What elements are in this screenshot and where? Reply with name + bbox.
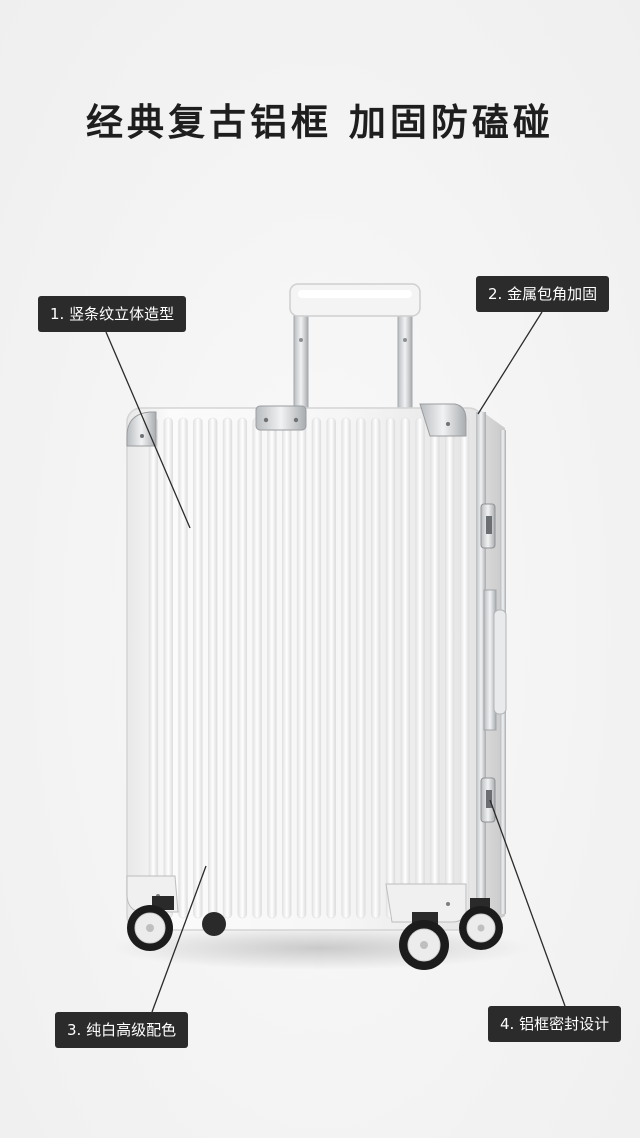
suitcase-rib [237, 417, 248, 919]
latch-bottom [480, 777, 496, 823]
suitcase-rib [445, 417, 455, 919]
suitcase-rib [356, 417, 366, 919]
callout-metal-corners: 2. 金属包角加固 [476, 276, 610, 312]
wheel-rear-right [459, 898, 503, 950]
wheel-front-right [399, 912, 449, 970]
suitcase-rib [385, 417, 396, 919]
page-headline: 经典复古铝框 加固防磕碰 [86, 101, 554, 144]
leader-line-4 [489, 799, 566, 1007]
suitcase-rib [459, 417, 470, 919]
suitcase-rib [148, 417, 159, 919]
suitcase-rib [252, 417, 262, 919]
top-handle-bracket [255, 405, 307, 431]
suitcase-rib [326, 417, 336, 919]
trolley-handle [289, 283, 421, 415]
suitcase-rib [193, 417, 203, 919]
corner-guard-top-right [419, 403, 467, 437]
suitcase-rib [370, 417, 381, 919]
wheel-rear-left [202, 912, 226, 936]
suitcase-rib [400, 417, 411, 919]
suitcase-rib [222, 417, 233, 919]
suitcase-rib [207, 417, 218, 919]
callout-vertical-stripes: 1. 竖条纹立体造型 [38, 296, 187, 332]
side-carry-handle [483, 589, 507, 731]
suitcase-ribs [148, 417, 470, 919]
aluminum-frame-edge [476, 412, 486, 926]
suitcase-rib [282, 417, 292, 919]
suitcase-rib [178, 417, 188, 919]
leader-line-3 [151, 865, 207, 1013]
callout-pure-white: 3. 纯白高级配色 [55, 1012, 189, 1048]
corner-guard-top-left [126, 411, 157, 447]
suitcase-rib [163, 417, 173, 919]
suitcase-rib [296, 417, 307, 919]
suitcase-rib [430, 417, 440, 919]
leader-line-1 [105, 331, 191, 529]
suitcase-rib [267, 417, 277, 919]
suitcase-rib [311, 417, 322, 919]
leader-line-2 [477, 311, 543, 415]
latch-top [480, 503, 496, 549]
suitcase-rib [341, 417, 351, 919]
wheel-front-left [127, 896, 174, 951]
callout-aluminum-frame-seal: 4. 铝框密封设计 [488, 1006, 622, 1042]
suitcase-rib [415, 417, 425, 919]
